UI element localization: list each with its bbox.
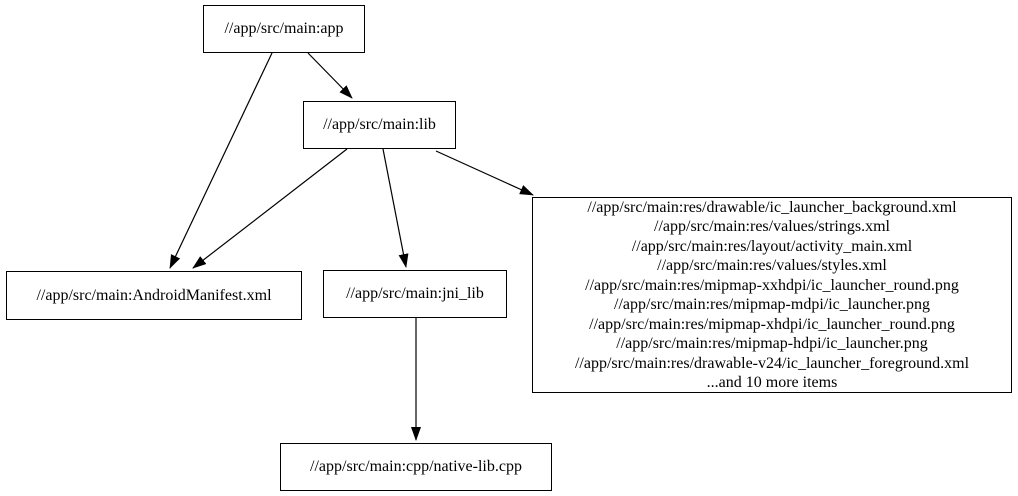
edge-lib-to-androidmanifest	[192, 148, 348, 269]
edge-lib-to-res-files	[435, 150, 534, 196]
edge-app-to-androidmanifest	[169, 52, 273, 269]
node-android-manifest: //app/src/main:AndroidManifest.xml	[6, 271, 302, 320]
res-file-line: //app/src/main:res/drawable/ic_launcher_…	[587, 198, 957, 216]
edge-lib-to-jni-lib	[382, 148, 409, 268]
res-file-line: //app/src/main:res/mipmap-xhdpi/ic_launc…	[589, 315, 955, 333]
res-file-line: //app/src/main:res/values/styles.xml	[657, 257, 887, 274]
res-file-line: //app/src/main:res/mipmap-mdpi/ic_launch…	[614, 296, 930, 313]
node-jni-lib: //app/src/main:jni_lib	[323, 270, 507, 318]
res-file-line: //app/src/main:res/values/strings.xml	[654, 218, 890, 235]
node-lib: //app/src/main:lib	[303, 101, 456, 149]
node-native-lib-cpp: //app/src/main:cpp/native-lib.cpp	[280, 443, 552, 491]
edge-app-to-lib	[307, 52, 353, 99]
node-app: //app/src/main:app	[203, 5, 365, 53]
res-file-line: //app/src/main:res/drawable-v24/ic_launc…	[574, 354, 970, 372]
res-file-line: //app/src/main:res/mipmap-xxhdpi/ic_laun…	[585, 276, 959, 294]
res-file-line: //app/src/main:res/layout/activity_main.…	[631, 237, 913, 255]
node-res-files-group: //app/src/main:res/drawable/ic_launcher_…	[532, 197, 1012, 393]
res-more-items-line: ...and 10 more items	[706, 374, 838, 391]
res-file-line: //app/src/main:res/mipmap-hdpi/ic_launch…	[616, 335, 928, 352]
